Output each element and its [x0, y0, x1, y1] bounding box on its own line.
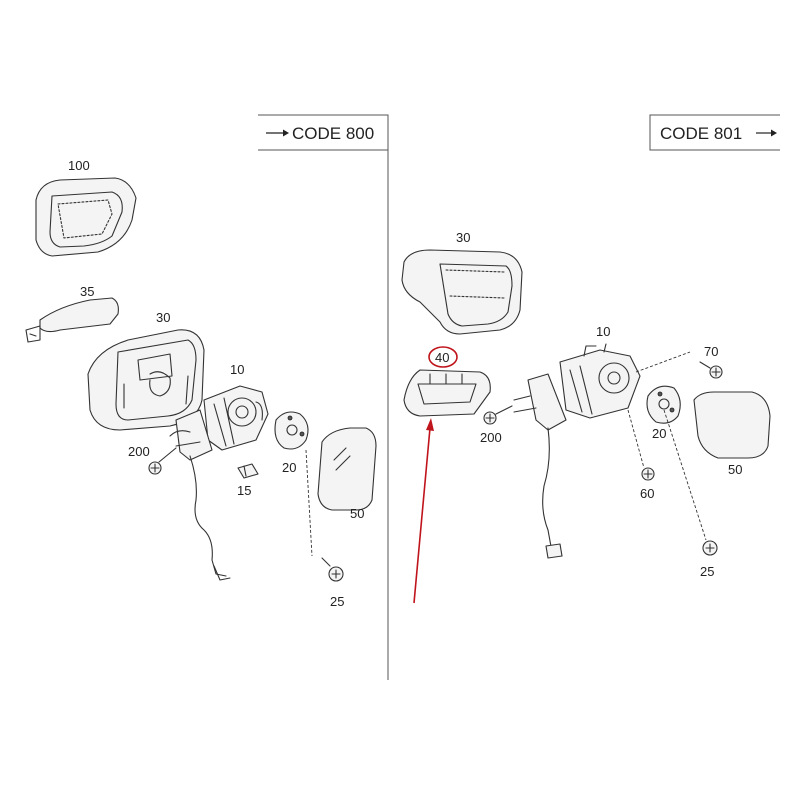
right-part-40-cover — [403, 369, 491, 417]
left-callout-100: 100 — [68, 158, 90, 173]
part-100-cover — [35, 177, 137, 257]
left-callout-10: 10 — [230, 362, 244, 377]
right-part-30-housing — [401, 249, 523, 335]
right-arrow-icon — [756, 129, 777, 137]
left-callout-200: 200 — [128, 444, 150, 459]
highlight-arrow-line — [413, 427, 431, 604]
right-callout-25: 25 — [700, 564, 714, 579]
right-callout-50: 50 — [728, 462, 742, 477]
right-callout-70: 70 — [704, 344, 718, 359]
highlight-arrow-head — [426, 418, 434, 431]
part-50-mirror-glass — [317, 427, 377, 511]
part-30-housing — [87, 329, 205, 431]
part-10-motor-assembly — [169, 385, 269, 581]
right-part-60-screw — [627, 409, 655, 481]
left-callout-50: 50 — [350, 506, 364, 521]
part-15-connector — [237, 463, 259, 479]
right-callout-20: 20 — [652, 426, 666, 441]
right-part-200-screw — [483, 405, 513, 425]
right-callout-40: 40 — [435, 350, 449, 365]
right-part-70-screw — [635, 351, 723, 379]
left-callout-30: 30 — [156, 310, 170, 325]
left-callout-35: 35 — [80, 284, 94, 299]
left-callout-20: 20 — [282, 460, 296, 475]
right-callout-200: 200 — [480, 430, 502, 445]
right-part-20-adjust-plate — [646, 385, 681, 424]
code-801-box: CODE 801 — [649, 114, 780, 151]
left-callout-25: 25 — [330, 594, 344, 609]
right-part-25-screw — [663, 409, 718, 556]
part-35-strip — [25, 297, 119, 343]
part-25-screw — [305, 449, 344, 582]
code-800-label: CODE 800 — [292, 124, 374, 143]
right-callout-10: 10 — [596, 324, 610, 339]
right-callout-30: 30 — [456, 230, 470, 245]
left-callout-15: 15 — [237, 483, 251, 498]
code-800-box: CODE 800 — [258, 114, 389, 151]
code-801-label: CODE 801 — [660, 124, 742, 143]
right-part-10-motor-assembly — [513, 343, 641, 559]
right-arrow-icon — [266, 129, 289, 137]
part-20-adjust-plate — [274, 411, 309, 450]
right-part-50-mirror-glass — [693, 391, 771, 459]
highlight-circle — [428, 346, 458, 368]
right-callout-60: 60 — [640, 486, 654, 501]
part-200-screw — [148, 447, 177, 475]
highlight-40 — [413, 346, 458, 604]
